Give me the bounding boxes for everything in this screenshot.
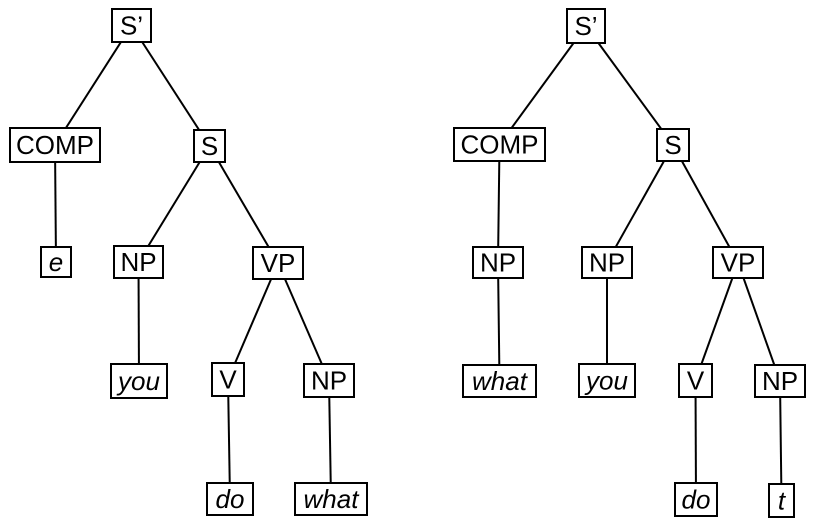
tree-node-left-what: what <box>294 482 368 516</box>
edge-left-v-do <box>227 379 231 500</box>
edge-right-np-obj-t <box>779 380 783 501</box>
node-box-left-np-obj <box>303 363 355 398</box>
node-label-right-np-obj: NP <box>762 366 798 396</box>
node-box-left-s <box>193 129 226 163</box>
node-box-left-sbar <box>111 8 152 43</box>
node-box-right-vp <box>712 246 764 279</box>
node-label-right-np-subj: NP <box>589 248 625 278</box>
node-label-left-np-obj: NP <box>311 366 347 396</box>
node-label-right-vp: VP <box>721 248 756 278</box>
node-label-right-t: t <box>778 486 787 516</box>
node-label-right-np-comp: NP <box>480 248 516 278</box>
node-box-right-you <box>578 363 636 398</box>
tree-node-right-s: S <box>656 128 690 162</box>
tree-node-right-t: t <box>768 483 795 518</box>
tree-node-left-v: V <box>211 362 245 397</box>
edge-right-vp-np-obj <box>737 262 781 382</box>
edge-right-s-vp <box>672 144 739 263</box>
tree-node-right-np-comp: NP <box>472 246 524 279</box>
node-box-right-np-subj <box>581 246 633 279</box>
tree-node-left-np-obj: NP <box>303 363 355 398</box>
tree-node-left-you: you <box>110 363 168 399</box>
node-label-right-v: V <box>687 366 705 396</box>
node-box-left-comp <box>9 127 101 163</box>
node-label-right-comp: COMP <box>461 130 539 160</box>
node-box-right-sbar <box>566 8 606 44</box>
edge-right-sbar-s <box>585 25 674 146</box>
node-label-left-what: what <box>304 484 361 514</box>
tree-node-right-np-obj: NP <box>754 364 806 398</box>
tree-node-right-np-subj: NP <box>581 246 633 279</box>
node-box-right-s <box>656 128 690 162</box>
node-box-left-vp <box>252 246 304 280</box>
node-label-left-np-subj: NP <box>120 247 156 277</box>
edge-left-s-np-subj <box>137 145 211 263</box>
node-label-right-do: do <box>682 485 711 515</box>
edge-left-vp-v <box>227 262 279 380</box>
node-box-right-do <box>674 482 718 517</box>
edge-right-sbar-comp <box>498 25 587 146</box>
tree-node-right-sbar: S’ <box>566 8 606 44</box>
edge-left-sbar-comp <box>54 24 133 146</box>
node-box-right-what <box>462 364 537 398</box>
edge-right-s-np-subj <box>606 144 674 263</box>
tree-node-left-s: S <box>193 129 226 163</box>
edge-right-v-do <box>694 380 697 500</box>
tree-node-left-do: do <box>206 482 254 516</box>
node-label-right-what: what <box>472 366 529 396</box>
node-box-right-np-obj <box>754 364 806 398</box>
node-box-left-v <box>211 362 245 397</box>
node-box-right-np-comp <box>472 246 524 279</box>
edge-left-vp-np-obj <box>277 262 330 381</box>
syntax-tree-right: S’ COMP S NP NP VP what you V NP do t <box>453 8 806 518</box>
node-box-right-v <box>678 363 713 398</box>
edge-right-comp-np-comp <box>497 144 501 263</box>
node-box-right-t <box>768 483 795 518</box>
tree-node-right-v: V <box>678 363 713 398</box>
node-label-right-you: you <box>584 366 628 396</box>
node-label-right-sbar: S’ <box>574 11 597 41</box>
node-label-left-v: V <box>219 365 237 395</box>
node-box-left-you <box>110 363 168 399</box>
tree-node-right-vp: VP <box>712 246 764 279</box>
tree-node-right-what: what <box>462 364 537 398</box>
tree-node-left-e: e <box>40 246 72 278</box>
edge-left-np-subj-you <box>137 261 140 382</box>
edge-left-comp-e <box>54 144 57 263</box>
edge-left-s-vp <box>208 145 279 264</box>
tree-node-left-comp: COMP <box>9 127 101 163</box>
tree-node-right-comp: COMP <box>453 127 546 162</box>
node-box-right-comp <box>453 127 546 162</box>
node-label-left-e: e <box>49 247 63 277</box>
node-box-left-do <box>206 482 254 516</box>
tree-node-right-do: do <box>674 482 718 517</box>
node-label-left-you: you <box>116 366 160 396</box>
node-label-left-comp: COMP <box>16 130 94 160</box>
node-label-left-do: do <box>216 484 245 514</box>
node-label-right-s: S <box>664 130 681 160</box>
tree-node-left-sbar: S’ <box>111 8 152 43</box>
edge-left-np-obj-what <box>328 380 332 500</box>
node-label-left-sbar: S’ <box>120 11 143 41</box>
tree-node-right-you: you <box>578 363 636 398</box>
node-label-left-vp: VP <box>261 248 296 278</box>
edge-left-sbar-s <box>130 24 211 147</box>
edge-right-np-comp-what <box>497 262 501 382</box>
node-box-left-e <box>40 246 72 278</box>
edge-right-vp-v <box>694 262 739 381</box>
tree-node-left-np-subj: NP <box>113 245 164 279</box>
node-box-left-what <box>294 482 368 516</box>
node-label-left-s: S <box>201 131 218 161</box>
node-box-left-np-subj <box>113 245 164 279</box>
tree-node-left-vp: VP <box>252 246 304 280</box>
